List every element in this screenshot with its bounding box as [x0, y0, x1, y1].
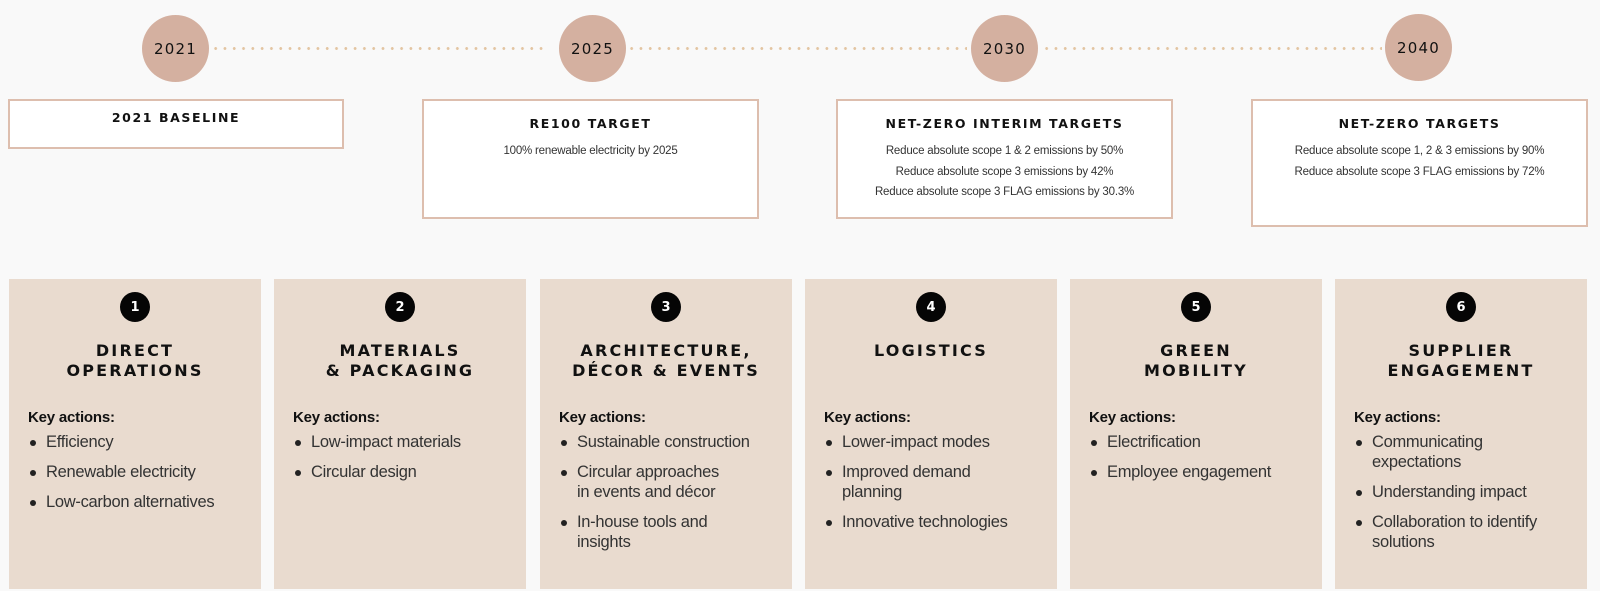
card-title: DIRECT OPERATIONS	[66, 341, 204, 380]
target-box-net-zero-interim: NET-ZERO INTERIM TARGETS Reduce absolute…	[836, 99, 1173, 219]
target-box-baseline: 2021 BASELINE	[8, 99, 344, 149]
actions-list: Sustainable construction Circular approa…	[559, 432, 786, 552]
card-direct-operations: 1 DIRECT OPERATIONS Key actions: Efficie…	[9, 279, 261, 589]
card-supplier-engagement: 6 SUPPLIER ENGAGEMENT Key actions: Commu…	[1335, 279, 1587, 589]
card-green-mobility: 5 GREEN MOBILITY Key actions: Electrific…	[1070, 279, 1322, 589]
target-line: Reduce absolute scope 1, 2 & 3 emissions…	[1294, 145, 1545, 157]
card-logistics: 4 LOGISTICS Key actions: Lower-impact mo…	[805, 279, 1057, 589]
key-actions-label: Key actions:	[824, 409, 911, 426]
number-badge: 1	[120, 292, 150, 322]
action-item: Innovative technologies	[824, 512, 1051, 532]
year-marker-2025: 2025	[559, 15, 626, 82]
card-title: SUPPLIER ENGAGEMENT	[1387, 341, 1535, 380]
target-box-net-zero: NET-ZERO TARGETS Reduce absolute scope 1…	[1251, 99, 1588, 227]
number-badge: 6	[1446, 292, 1476, 322]
action-item: Low-impact materials	[293, 432, 520, 452]
number-badge: 4	[916, 292, 946, 322]
timeline-connector-1	[211, 47, 544, 50]
target-line: Reduce absolute scope 1 & 2 emissions by…	[885, 145, 1124, 157]
year-marker-2040: 2040	[1385, 14, 1452, 81]
action-item: Renewable electricity	[28, 462, 255, 482]
year-label: 2040	[1397, 38, 1440, 57]
actions-list: Communicating expectations Understanding…	[1354, 432, 1581, 552]
target-line: 100% renewable electricity by 2025	[503, 145, 678, 157]
card-architecture-decor-events: 3 ARCHITECTURE, DÉCOR & EVENTS Key actio…	[540, 279, 792, 589]
target-line: Reduce absolute scope 3 FLAG emissions b…	[874, 186, 1135, 198]
key-actions-label: Key actions:	[1354, 409, 1441, 426]
number-badge: 5	[1181, 292, 1211, 322]
year-label: 2030	[983, 39, 1026, 58]
action-item: Employee engagement	[1089, 462, 1316, 482]
target-title: RE100 TARGET	[529, 116, 652, 131]
action-item: Electrification	[1089, 432, 1316, 452]
target-title: 2021 BASELINE	[111, 110, 241, 125]
card-title: LOGISTICS	[873, 341, 989, 360]
action-item: Improved demand planning	[824, 462, 1051, 502]
key-actions-label: Key actions:	[1089, 409, 1176, 426]
action-item: In-house tools and insights	[559, 512, 786, 552]
number-badge: 2	[385, 292, 415, 322]
actions-list: Efficiency Renewable electricity Low-car…	[28, 432, 255, 512]
actions-list: Low-impact materials Circular design	[293, 432, 520, 482]
actions-list: Lower-impact modes Improved demand plann…	[824, 432, 1051, 532]
year-label: 2025	[571, 39, 614, 58]
year-label: 2021	[154, 39, 197, 58]
actions-list: Electrification Employee engagement	[1089, 432, 1316, 482]
target-lines: Reduce absolute scope 1, 2 & 3 emissions…	[1253, 141, 1586, 182]
target-lines: 100% renewable electricity by 2025	[424, 141, 757, 162]
action-item: Efficiency	[28, 432, 255, 452]
card-title: GREEN MOBILITY	[1144, 341, 1248, 380]
action-item: Understanding impact	[1354, 482, 1581, 502]
action-item: Circular approaches in events and décor	[559, 462, 786, 502]
timeline-connector-2	[627, 47, 967, 50]
key-actions-label: Key actions:	[559, 409, 646, 426]
target-line: Reduce absolute scope 3 FLAG emissions b…	[1294, 165, 1545, 178]
target-lines: Reduce absolute scope 1 & 2 emissions by…	[838, 141, 1171, 203]
target-line: Reduce absolute scope 3 emissions by 42%	[895, 165, 1114, 178]
action-item: Low-carbon alternatives	[28, 492, 255, 512]
target-title: NET-ZERO INTERIM TARGETS	[885, 116, 1124, 131]
action-item: Lower-impact modes	[824, 432, 1051, 452]
timeline-connector-3	[1042, 47, 1382, 50]
card-materials-packaging: 2 MATERIALS & PACKAGING Key actions: Low…	[274, 279, 526, 589]
card-title: MATERIALS & PACKAGING	[325, 341, 475, 380]
year-marker-2030: 2030	[971, 15, 1038, 82]
number-badge: 3	[651, 292, 681, 322]
target-box-re100: RE100 TARGET 100% renewable electricity …	[422, 99, 759, 219]
card-title: ARCHITECTURE, DÉCOR & EVENTS	[572, 341, 760, 380]
action-item: Collaboration to identify solutions	[1354, 512, 1581, 552]
target-title: NET-ZERO TARGETS	[1338, 116, 1501, 131]
action-item: Sustainable construction	[559, 432, 786, 452]
key-actions-label: Key actions:	[293, 409, 380, 426]
key-actions-label: Key actions:	[28, 409, 115, 426]
year-marker-2021: 2021	[142, 15, 209, 82]
action-item: Communicating expectations	[1354, 432, 1581, 472]
action-item: Circular design	[293, 462, 520, 482]
